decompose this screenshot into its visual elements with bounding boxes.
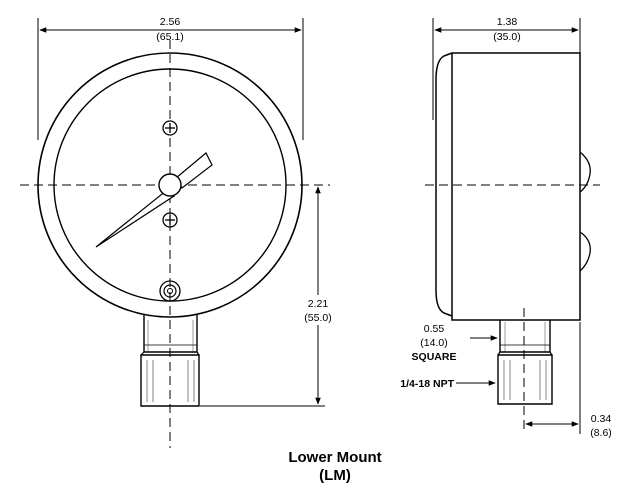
caption-code: (LM) [319,467,351,484]
square-word-label: SQUARE [412,351,457,363]
thread-label: 1/4-18 NPT [400,378,454,390]
stem-offset-inch-label: 0.34 [591,413,612,425]
front-view [20,18,330,448]
bottom-screw-icon [162,212,178,228]
back-bump-lower [579,231,591,272]
caption-title: Lower Mount [288,449,381,466]
gauge-pointer [95,152,213,248]
front-width-inch-label: 2.56 [160,16,181,28]
side-depth-mm-label: (35.0) [493,31,520,43]
square-inch-label: 0.55 [424,323,445,335]
square-mm-label: (14.0) [420,337,447,349]
lower-height-mm-label: (55.0) [304,312,331,324]
back-bump-upper [579,151,591,193]
side-case-body [451,52,581,321]
side-depth-inch-label: 1.38 [497,16,518,28]
top-screw-icon [162,120,178,136]
front-stem-square [143,314,198,353]
side-view [425,18,600,434]
front-width-mm-label: (65.1) [156,31,183,43]
side-stem-thread [497,351,553,405]
lower-height-inch-label: 2.21 [308,298,329,310]
front-stem-thread [140,351,200,407]
pointer-hub [158,173,182,197]
side-stem-square [499,320,551,353]
stem-offset-mm-label: (8.6) [590,427,612,439]
side-bezel [435,52,453,317]
socket-fitting-icon [159,280,181,302]
